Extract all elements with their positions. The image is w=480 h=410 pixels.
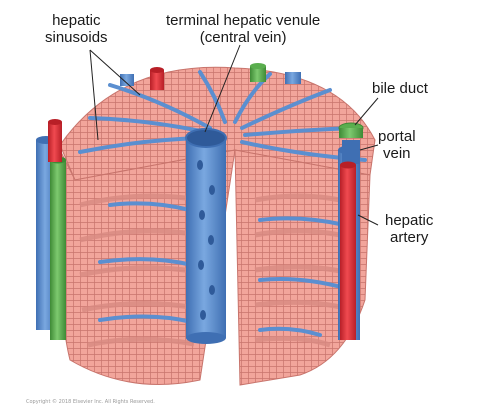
portal-triad-right xyxy=(338,122,364,340)
label-hepatic-sinusoids-line1: hepatic xyxy=(52,12,101,29)
label-bile-duct: bile duct xyxy=(372,80,428,97)
label-hepatic-artery-line2: artery xyxy=(390,229,429,246)
label-hepatic-artery-line1: hepatic xyxy=(385,212,434,229)
label-hepatic-sinusoids-line2: sinusoids xyxy=(45,29,108,46)
label-central-vein: terminal hepatic venule (central vein) xyxy=(166,12,320,46)
central-vein xyxy=(185,128,227,344)
copyright-notice: Copyright © 2018 Elsevier Inc. All Right… xyxy=(26,399,155,405)
label-portal-vein: portal vein xyxy=(378,128,416,162)
label-leader-lines xyxy=(89,44,379,226)
label-portal-vein-line1: portal xyxy=(378,128,416,145)
label-hepatic-artery: hepatic artery xyxy=(385,212,433,246)
portal-triad-left xyxy=(36,119,66,340)
label-central-vein-line2: (central vein) xyxy=(199,29,287,46)
label-central-vein-line1: terminal hepatic venule xyxy=(166,12,321,29)
label-hepatic-sinusoids: hepatic sinusoids xyxy=(45,12,108,46)
portal-triad-top xyxy=(120,63,301,90)
label-portal-vein-line2: vein xyxy=(383,145,411,162)
